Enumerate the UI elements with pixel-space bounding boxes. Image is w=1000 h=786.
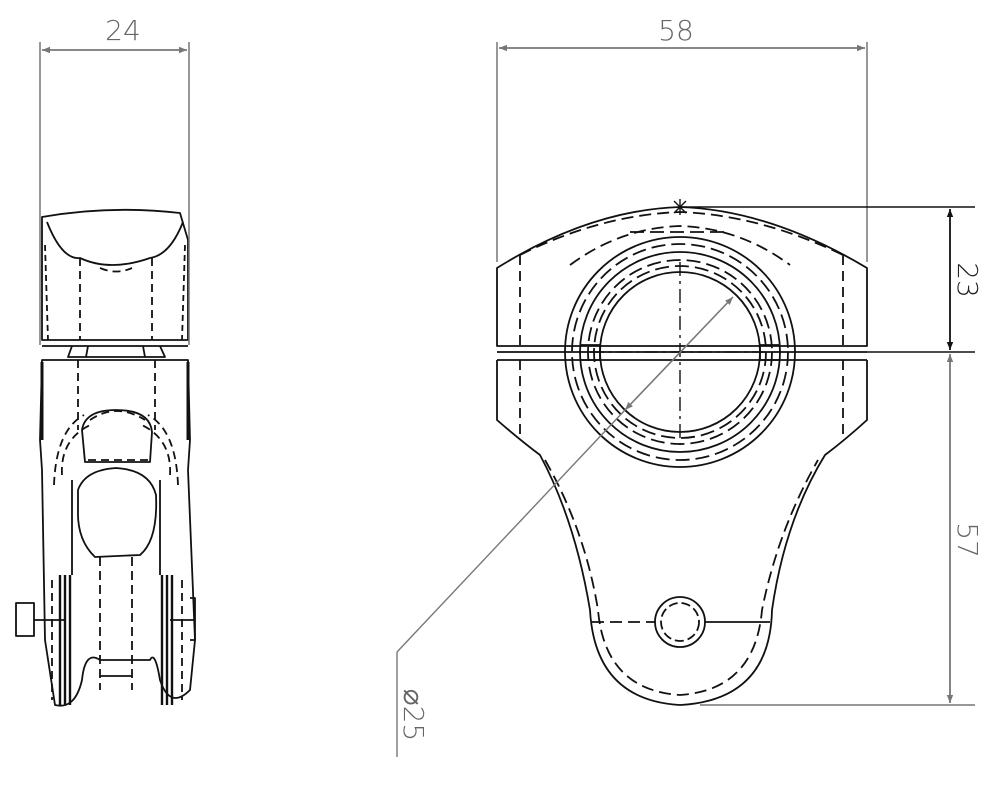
dimension-57: 57	[700, 354, 984, 706]
dimension-label-57: 57	[951, 522, 984, 558]
dimension-58: 58	[496, 14, 868, 262]
dimension-label-23: 23	[951, 262, 984, 298]
dimension-label-58: 58	[658, 14, 694, 47]
front-view	[496, 199, 868, 706]
dimension-label-24: 24	[105, 14, 141, 47]
dimension-23: 23	[680, 206, 984, 353]
side-view	[15, 208, 196, 707]
dimension-24: 24	[39, 14, 190, 345]
dimension-diameter-25: ⌀25	[396, 296, 734, 757]
dimension-label-diameter: ⌀25	[397, 689, 430, 742]
